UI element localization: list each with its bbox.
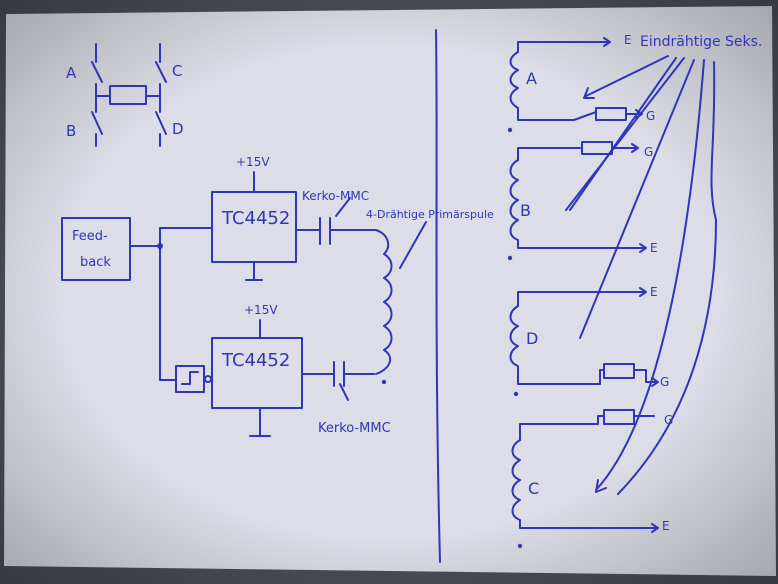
- winding-d: E D G: [509, 285, 669, 397]
- h-bridge-symbol: A B C D: [66, 43, 184, 147]
- winding-c: G E C: [511, 409, 673, 549]
- bottom-driver-label: TC4452: [221, 350, 290, 371]
- winding-d-label: D: [526, 329, 538, 348]
- switch-d-label: D: [172, 120, 184, 138]
- paper-sheet: [4, 6, 776, 576]
- capacitor-top-label: Kerko-MMC: [302, 189, 369, 203]
- winding-b-terminal-2: E: [650, 241, 658, 255]
- top-driver-supply: +15V: [236, 155, 270, 169]
- winding-b-label: B: [520, 201, 531, 220]
- top-driver: TC4452 +15V Kerko-MMC: [211, 155, 377, 281]
- secondary-title: Eindrähtige Seks.: [640, 34, 762, 50]
- feedback-block: Feed- back: [61, 217, 213, 381]
- primary-coil: 4-Drähtige Primärspule: [366, 208, 494, 385]
- primary-coil-label: 4-Drähtige Primärspule: [366, 208, 494, 221]
- winding-a-label: A: [526, 69, 537, 88]
- switch-a-label: A: [66, 64, 77, 82]
- winding-c-terminal-1: G: [664, 413, 673, 427]
- title-pointer-arrows: [565, 55, 717, 495]
- top-driver-label: TC4452: [221, 208, 290, 229]
- winding-c-terminal-2: E: [662, 519, 670, 533]
- winding-d-terminal-1: E: [650, 285, 658, 299]
- bottom-driver-supply: +15V: [244, 303, 278, 317]
- switch-b-label: B: [66, 122, 76, 140]
- feedback-label-1: Feed-: [72, 229, 108, 244]
- winding-d-terminal-2: G: [660, 375, 669, 389]
- winding-a-terminal-1: E: [624, 33, 632, 47]
- capacitor-bottom-label: Kerko-MMC: [318, 421, 391, 436]
- divider-line: [435, 29, 441, 563]
- winding-b: B G E: [507, 141, 658, 261]
- winding-b-terminal-1: G: [644, 145, 653, 159]
- feedback-label-2: back: [80, 255, 111, 270]
- winding-c-label: C: [528, 479, 539, 498]
- bottom-driver: TC4452 +15V Kerko-MMC: [175, 303, 391, 437]
- winding-a-terminal-2: G: [646, 109, 655, 123]
- switch-c-label: C: [172, 62, 182, 80]
